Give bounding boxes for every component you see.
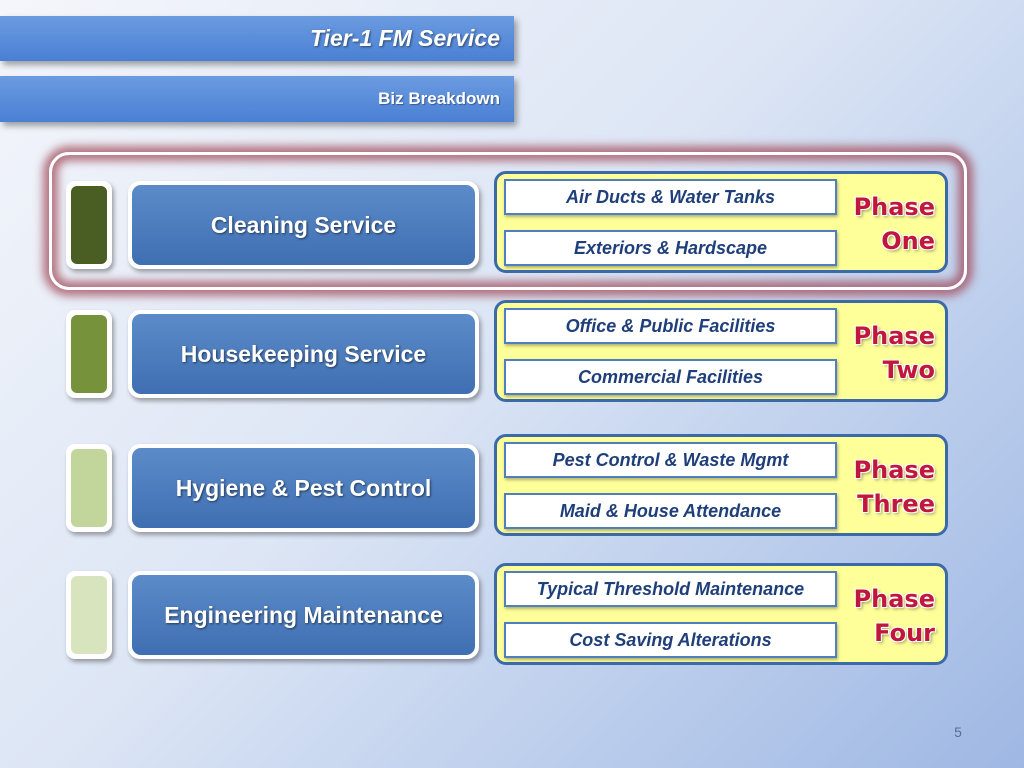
sub-service-box: Exteriors & Hardscape <box>504 230 837 266</box>
color-swatch <box>66 310 112 398</box>
phase-number: Two <box>882 356 935 384</box>
color-swatch-fill <box>71 186 107 264</box>
service-label: Housekeeping Service <box>132 314 475 394</box>
slide-title: Tier-1 FM Service <box>309 25 500 51</box>
color-swatch-fill <box>71 315 107 393</box>
service-label: Engineering Maintenance <box>132 575 475 655</box>
color-swatch <box>66 444 112 532</box>
service-box: Housekeeping Service <box>128 310 479 398</box>
color-swatch <box>66 181 112 269</box>
phase-word: Phase <box>853 322 935 350</box>
slide-subtitle: Biz Breakdown <box>378 89 500 108</box>
sub-service-box: Cost Saving Alterations <box>504 622 837 658</box>
highlight-ring <box>49 152 967 290</box>
service-row-hygiene: Hygiene & Pest Control Pest Control & Wa… <box>0 434 1024 536</box>
phase-label: Phase One <box>854 190 935 258</box>
sub-service-box: Office & Public Facilities <box>504 308 837 344</box>
phase-number: One <box>881 227 935 255</box>
phase-label: Phase Two <box>854 319 935 387</box>
phase-panel: Pest Control & Waste Mgmt Maid & House A… <box>494 434 948 536</box>
service-label: Cleaning Service <box>132 185 475 265</box>
phase-label: Phase Four <box>854 582 935 650</box>
sub-service-box: Typical Threshold Maintenance <box>504 571 837 607</box>
sub-service-box: Maid & House Attendance <box>504 493 837 529</box>
sub-service-box: Pest Control & Waste Mgmt <box>504 442 837 478</box>
phase-word: Phase <box>853 456 935 484</box>
phase-label: Phase Three <box>854 453 935 521</box>
service-box: Cleaning Service <box>128 181 479 269</box>
sub-service-box: Commercial Facilities <box>504 359 837 395</box>
service-label: Hygiene & Pest Control <box>132 448 475 528</box>
sub-service-box: Air Ducts & Water Tanks <box>504 179 837 215</box>
slide-subtitle-banner: Biz Breakdown <box>0 76 514 122</box>
service-row-housekeeping: Housekeeping Service Office & Public Fac… <box>0 300 1024 402</box>
phase-number: Three <box>857 490 935 518</box>
phase-panel: Air Ducts & Water Tanks Exteriors & Hard… <box>494 171 948 273</box>
service-row-cleaning: Cleaning Service Air Ducts & Water Tanks… <box>0 171 1024 273</box>
page-number: 5 <box>954 724 962 740</box>
phase-word: Phase <box>853 585 935 613</box>
color-swatch-fill <box>71 449 107 527</box>
slide-title-banner: Tier-1 FM Service <box>0 16 514 61</box>
color-swatch-fill <box>71 576 107 654</box>
phase-number: Four <box>874 619 935 647</box>
service-box: Engineering Maintenance <box>128 571 479 659</box>
phase-panel: Typical Threshold Maintenance Cost Savin… <box>494 563 948 665</box>
service-row-engineering: Engineering Maintenance Typical Threshol… <box>0 563 1024 665</box>
phase-panel: Office & Public Facilities Commercial Fa… <box>494 300 948 402</box>
service-box: Hygiene & Pest Control <box>128 444 479 532</box>
phase-word: Phase <box>853 193 935 221</box>
color-swatch <box>66 571 112 659</box>
